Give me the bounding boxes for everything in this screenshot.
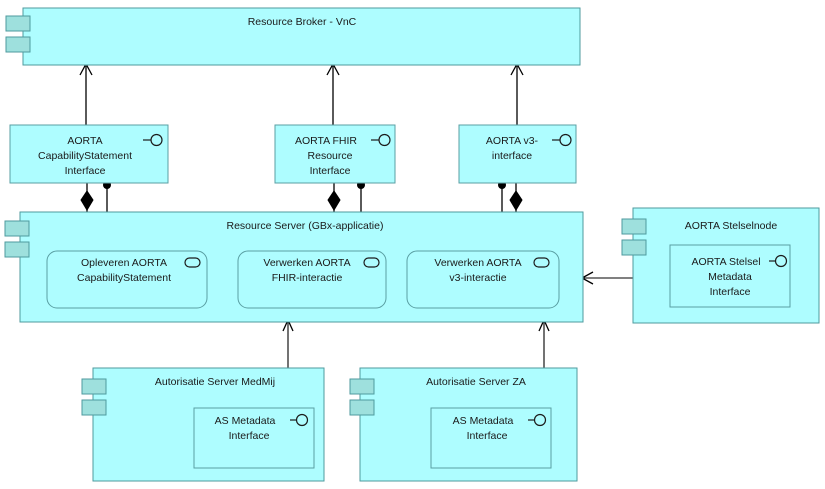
interface-label-line-2: Interface (229, 430, 270, 442)
component-title-autorisatie-server-za: Autorisatie Server ZA (426, 376, 526, 388)
connector-capabilitystatement-interface-composition[interactable] (80, 183, 94, 212)
interface-label-line-2: CapabilityStatement (38, 150, 132, 162)
connector-broker-uses-capabilitystatement-interface[interactable] (79, 62, 93, 132)
component-title-autorisatie-server-medmij: Autorisatie Server MedMij (155, 376, 275, 388)
interface-label-line-2: Interface (467, 430, 508, 442)
component-title-resource-broker: Resource Broker - VnC (248, 16, 357, 28)
component-title-aorta-stelselnode: AORTA Stelselnode (685, 220, 778, 232)
function-verwerken-fhir-interactie[interactable]: Verwerken AORTA FHIR-interactie (237, 250, 387, 309)
interface-label-line-1: AS Metadata (215, 415, 276, 427)
provided-interface-lollipop-icon (552, 133, 572, 147)
interface-label-line-1: AS Metadata (453, 415, 514, 427)
function-label-line-2: CapabilityStatement (77, 272, 171, 284)
function-label-line-1: Verwerken AORTA (434, 257, 521, 269)
application-function-rounded-icon (533, 257, 550, 268)
interface-label-line-2: interface (492, 150, 532, 162)
interface-label-line-3: Interface (310, 165, 351, 177)
interface-aorta-capabilitystatement[interactable]: AORTA CapabilityStatement Interface (9, 124, 169, 184)
provided-interface-lollipop-icon (528, 413, 547, 427)
component-autorisatie-server-medmij[interactable]: Autorisatie Server MedMij AS Metadata In… (81, 367, 325, 482)
interface-label-line-3: Interface (65, 165, 106, 177)
component-resource-broker[interactable]: Resource Broker - VnC (5, 7, 581, 66)
interface-as-metadata-medmij[interactable]: AS Metadata Interface (193, 407, 315, 469)
function-label-line-1: Verwerken AORTA (263, 257, 350, 269)
interface-label-line-1: AORTA FHIR (295, 135, 357, 147)
provided-interface-lollipop-icon (371, 133, 391, 147)
provided-interface-lollipop-icon (143, 133, 163, 147)
provided-interface-lollipop-icon (290, 413, 309, 427)
component-autorisatie-server-za[interactable]: Autorisatie Server ZA AS Metadata Interf… (349, 367, 578, 482)
interface-aorta-v3[interactable]: AORTA v3- interface (458, 124, 577, 184)
interface-aorta-fhir-resource[interactable]: AORTA FHIR Resource Interface (274, 124, 396, 184)
provided-interface-lollipop-icon (769, 254, 788, 268)
function-label-line-2: FHIR-interactie (272, 272, 343, 284)
connector-fhir-resource-interface-composition[interactable] (327, 183, 341, 212)
interface-aorta-stelsel-metadata[interactable]: AORTA Stelsel Metadata Interface (669, 244, 791, 308)
interface-as-metadata-za[interactable]: AS Metadata Interface (430, 407, 552, 469)
interface-label-line-1: AORTA v3- (486, 135, 539, 147)
interface-label-line-1: AORTA Stelsel (691, 256, 760, 268)
connector-broker-uses-v3-interface[interactable] (510, 62, 524, 132)
interface-label-line-3: Interface (710, 286, 751, 298)
interface-label-line-2: Metadata (708, 271, 752, 283)
connector-v3-interface-composition[interactable] (509, 183, 523, 212)
function-opleveren-capabilitystatement[interactable]: Opleveren AORTA CapabilityStatement (46, 250, 208, 309)
interface-label-line-2: Resource (308, 150, 353, 162)
component-aorta-stelselnode[interactable]: AORTA Stelselnode AORTA Stelsel Metadata… (621, 207, 820, 324)
connector-broker-uses-fhir-resource-interface[interactable] (326, 62, 340, 132)
function-label-line-2: v3-interactie (449, 272, 506, 284)
function-label-line-1: Opleveren AORTA (81, 257, 167, 269)
interface-label-line-1: AORTA (67, 135, 102, 147)
application-function-rounded-icon (363, 257, 380, 268)
application-function-rounded-icon (184, 257, 201, 268)
component-resource-server[interactable]: Resource Server (GBx-applicatie) Oplever… (4, 211, 584, 323)
function-verwerken-v3-interactie[interactable]: Verwerken AORTA v3-interactie (406, 250, 560, 309)
component-title-resource-server: Resource Server (GBx-applicatie) (227, 220, 384, 232)
